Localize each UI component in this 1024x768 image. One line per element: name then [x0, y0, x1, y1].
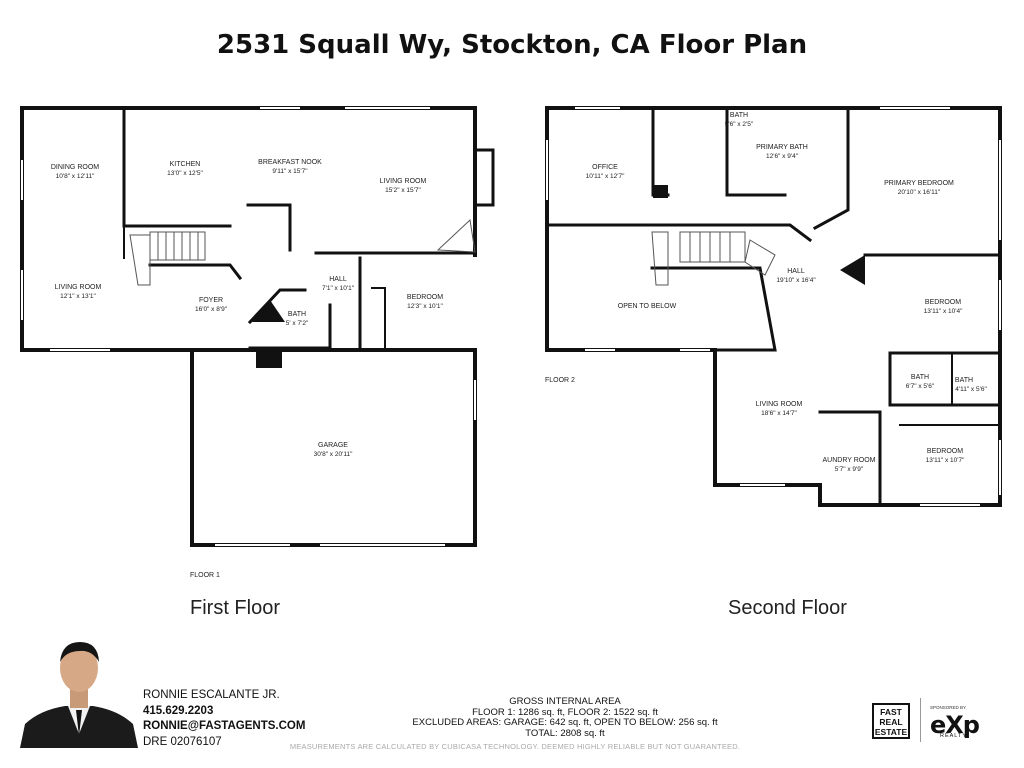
floor1-fireplace: [256, 348, 282, 368]
room-dims: 13'11" x 10'7": [926, 457, 965, 464]
agent-phone[interactable]: 415.629.2203: [143, 704, 214, 717]
room-dims: 13'11" x 10'4": [924, 308, 963, 315]
floor2-windows: [546, 107, 1001, 506]
room-name: OFFICE: [592, 164, 618, 171]
agent-email[interactable]: RONNIE@FASTAGENTS.COM: [143, 720, 306, 732]
room-dims: 7'1" x 10'1": [322, 285, 355, 292]
room-dims: 10'11" x 12'7": [586, 173, 625, 180]
room-dims: 15'2" x 15'7": [385, 187, 421, 194]
floor1-tag: FLOOR 1: [190, 572, 220, 579]
room-name: PRIMARY BATH: [756, 144, 808, 151]
floor2-caption: Second Floor: [728, 597, 847, 619]
exp-tagline: SPONSORED BY: [930, 705, 967, 710]
room-labels: DINING ROOM 10'8" x 12'11" KITCHEN 13'0"…: [51, 112, 988, 473]
room-dims: 6'7" x 5'6": [906, 383, 935, 390]
room-dims: 13'0" x 12'5": [167, 170, 203, 177]
room-name: HALL: [787, 268, 805, 275]
room-name: FOYER: [199, 297, 223, 304]
room-dims: 5'6" x 2'5": [725, 121, 754, 128]
agent-info: RONNIE ESCALANTE JR. 415.629.2203 RONNIE…: [143, 688, 305, 750]
room-dims: 20'10" x 16'11": [898, 189, 941, 196]
area-summary: GROSS INTERNAL AREA FLOOR 1: 1286 sq. ft…: [300, 696, 830, 739]
page-title: 2531 Squall Wy, Stockton, CA Floor Plan: [216, 30, 808, 60]
fast-real-estate-logo: FAST REAL ESTATE: [872, 703, 910, 739]
room-name: LIVING ROOM: [380, 178, 427, 185]
floor1-stairs: [129, 218, 476, 286]
room-name: DINING ROOM: [51, 164, 99, 171]
floor2-tag: FLOOR 2: [545, 377, 575, 384]
room-name: PRIMARY BEDROOM: [884, 180, 954, 187]
disclaimer: MEASUREMENTS ARE CALCULATED BY CUBICASA …: [289, 742, 741, 751]
floor-plans: FLOOR 1 FLOOR 2: [20, 106, 1002, 579]
room-name: BATH: [730, 112, 748, 119]
area-heading: GROSS INTERNAL AREA: [509, 696, 621, 707]
exp-realty: REALTY: [940, 733, 967, 739]
room-name: AUNDRY ROOM: [822, 457, 875, 464]
floor1-plan: [20, 106, 495, 547]
room-dims: 19'10" x 16'4": [776, 277, 816, 284]
room-dims: 16'0" x 8'9": [195, 306, 228, 313]
room-dims: 9'11" x 15'7": [272, 168, 308, 175]
agent-photo: [20, 636, 138, 748]
room-name: LIVING ROOM: [756, 401, 803, 408]
room-dims: 5'7" x 9'9": [835, 466, 864, 473]
floor1-column: [252, 300, 285, 322]
floor2-column: [653, 185, 668, 198]
room-name: BEDROOM: [927, 448, 963, 455]
room-name: BATH: [955, 377, 973, 384]
exp-logo: eXp: [930, 711, 980, 739]
floor1-caption: First Floor: [190, 597, 280, 619]
room-dims: 12'3" x 10'1": [407, 303, 443, 310]
room-name: OPEN TO BELOW: [618, 303, 677, 310]
floor2-corner: [840, 255, 865, 285]
room-name: BEDROOM: [407, 294, 443, 301]
room-dims: 18'6" x 14'7": [761, 410, 797, 417]
room-name: HALL: [329, 276, 347, 283]
room-dims: 30'8" x 20'11": [314, 451, 353, 458]
room-name: BEDROOM: [925, 299, 961, 306]
floor2-stairs: [651, 231, 776, 286]
room-name: LIVING ROOM: [55, 284, 102, 291]
area-line2: EXCLUDED AREAS: GARAGE: 642 sq. ft, OPEN…: [412, 717, 718, 728]
room-dims: 10'8" x 12'11": [56, 173, 95, 180]
room-name: BREAKFAST NOOK: [258, 159, 322, 166]
room-dims: 12'6" x 9'4": [766, 153, 799, 160]
room-name: KITCHEN: [170, 161, 201, 168]
room-name: BATH: [288, 311, 306, 318]
floor1-windows: [21, 107, 476, 546]
room-name: BATH: [911, 374, 929, 381]
room-dims: 12'1" x 13'1": [60, 293, 96, 300]
area-line1: FLOOR 1: 1286 sq. ft, FLOOR 2: 1522 sq. …: [472, 706, 658, 718]
room-dims: 4'11" x 5'6": [955, 386, 987, 393]
room-dims: 5' x 7'2": [286, 320, 309, 327]
agent-name: RONNIE ESCALANTE JR.: [143, 689, 280, 701]
agent-license: DRE 02076107: [143, 735, 222, 748]
logo-divider: [920, 698, 921, 742]
area-line3: TOTAL: 2808 sq. ft: [525, 727, 605, 739]
room-name: GARAGE: [318, 442, 348, 449]
